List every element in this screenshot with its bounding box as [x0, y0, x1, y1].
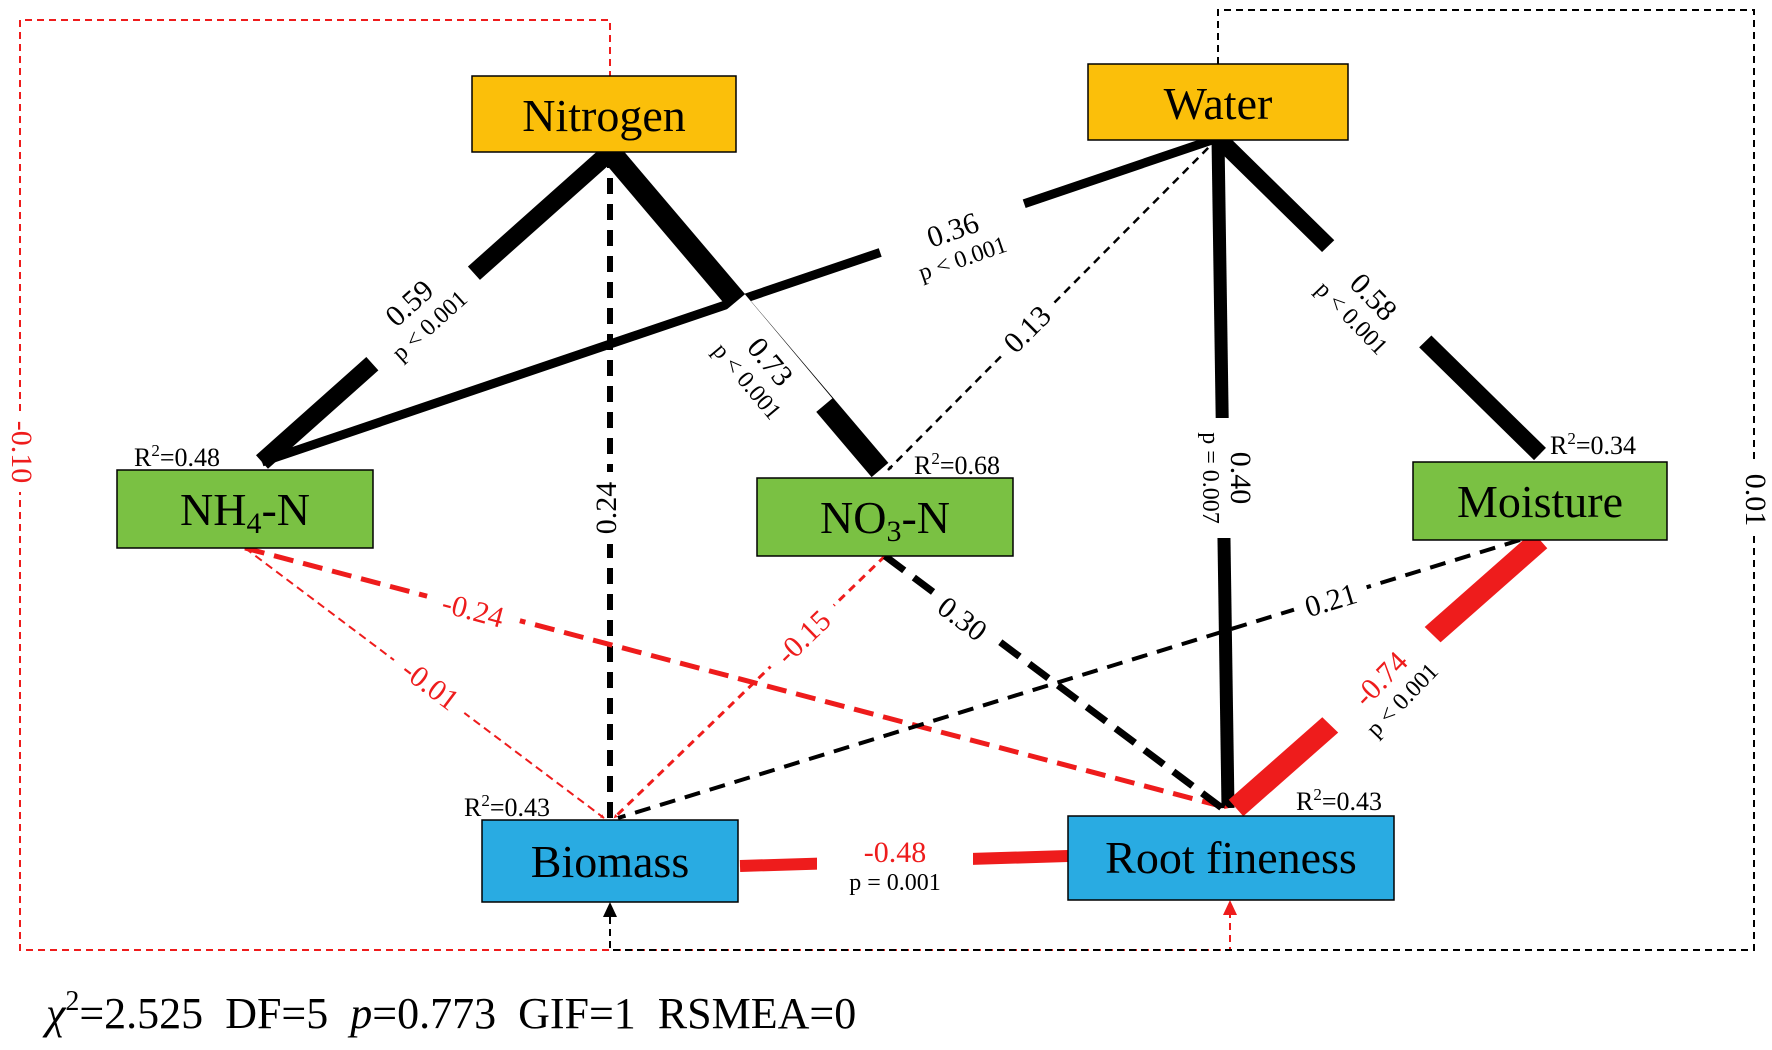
node-root-fineness-box — [1067, 815, 1395, 901]
node-water: Water — [1087, 63, 1349, 141]
coef-nitrogen-biomass: 0.24 — [590, 482, 623, 535]
node-nitrogen-box — [471, 75, 737, 153]
node-root-fineness: Root fineness R2=0.43 — [1067, 785, 1395, 901]
path-moisture-biomass — [617, 538, 1521, 820]
p-water-root: p = 0.007 — [1197, 432, 1223, 524]
label-water-moisture: 0.58 p < 0.001 — [1294, 231, 1439, 377]
node-nitrogen-label: Nitrogen — [522, 90, 686, 141]
p-root-biomass: p = 0.001 — [849, 870, 941, 896]
label-nitrogen-root-loop: -0.10 — [4, 412, 44, 492]
node-moisture-box — [1412, 461, 1668, 541]
node-no3: NO3-N R2=0.68 — [756, 449, 1014, 557]
arrowhead-water-biomass-loop — [603, 902, 617, 917]
node-no3-label: NO3-N — [820, 492, 950, 548]
path-nitrogen-root-loop — [19, 19, 1231, 951]
path-water-no3 — [887, 137, 1219, 471]
node-root-fineness-label: Root fineness — [1105, 832, 1357, 883]
label-water-root: 0.40 p = 0.007 — [1195, 418, 1265, 538]
coef-nitrogen-root-loop: -0.10 — [5, 421, 38, 484]
node-nh4-label: NH4-N — [180, 484, 310, 540]
node-moisture: Moisture R2=0.34 — [1412, 429, 1668, 541]
node-water-box — [1087, 63, 1349, 141]
node-moisture-label: Moisture — [1457, 476, 1623, 527]
node-biomass-r2: R2=0.43 — [464, 791, 550, 822]
label-water-no3: 0.13 — [987, 289, 1066, 368]
arrowhead-nitrogen-root-loop — [1223, 900, 1237, 915]
label-nh4-root: -0.24 — [422, 576, 526, 640]
node-moisture-r2: R2=0.34 — [1550, 429, 1636, 460]
node-water-label: Water — [1164, 78, 1273, 129]
path-no3-biomass — [612, 554, 887, 820]
label-root-biomass: -0.48 p = 0.001 — [817, 832, 973, 900]
node-no3-r2: R2=0.68 — [914, 449, 1000, 480]
node-biomass-label: Biomass — [531, 836, 689, 887]
coef-water-biomass-loop: 0.01 — [1739, 474, 1772, 527]
node-root-fineness-r2: R2=0.43 — [1296, 785, 1382, 816]
node-no3-box — [756, 477, 1014, 557]
label-nitrogen-biomass: 0.24 — [586, 472, 624, 544]
label-water-nh4: 0.36 p < 0.001 — [873, 182, 1039, 297]
label-moisture-biomass: 0.21 — [1288, 568, 1373, 629]
node-nh4-r2: R2=0.48 — [134, 441, 220, 472]
node-biomass: Biomass R2=0.43 — [464, 791, 739, 903]
node-nh4: NH4-N R2=0.48 — [116, 441, 374, 549]
node-nh4-box — [116, 469, 374, 549]
node-biomass-box — [481, 819, 739, 903]
node-nitrogen: Nitrogen — [471, 75, 737, 153]
coef-root-biomass: -0.48 — [864, 836, 927, 869]
coef-water-root: 0.40 — [1224, 452, 1257, 505]
label-nitrogen-no3: 0.73 p < 0.001 — [692, 294, 833, 443]
path-nh4-root — [244, 545, 1229, 811]
label-water-biomass-loop: 0.01 — [1738, 464, 1772, 536]
